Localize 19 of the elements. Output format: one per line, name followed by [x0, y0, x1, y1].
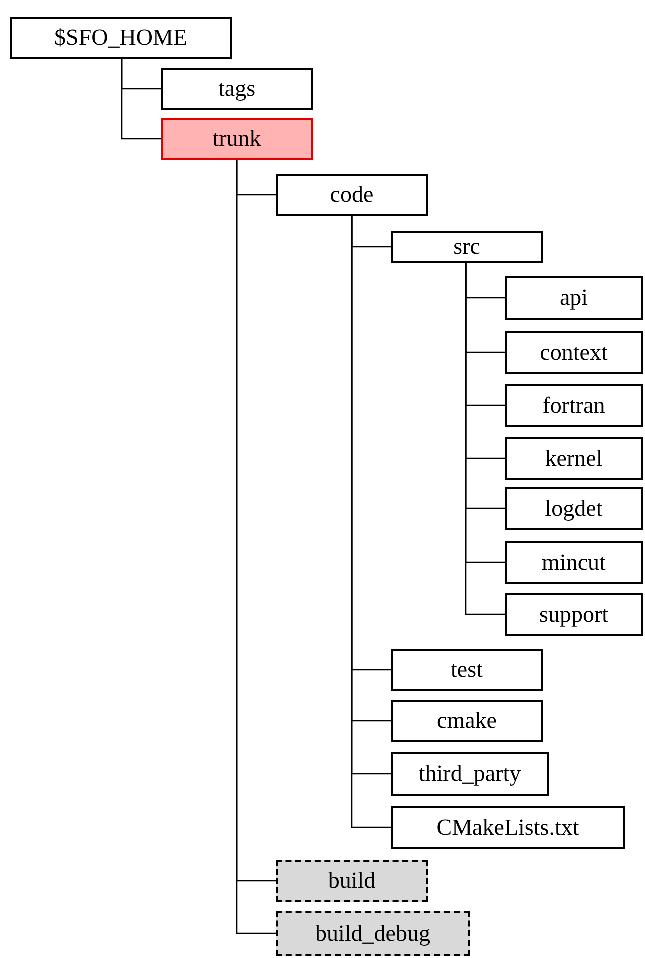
folder-box: src	[391, 231, 543, 263]
folder-box: third_party	[391, 752, 549, 796]
folder-box: context	[505, 331, 643, 374]
folder-box: cmake	[391, 700, 543, 742]
folder-box: test	[391, 649, 543, 691]
folder-box: fortran	[505, 384, 643, 427]
folder-box: build_debug	[276, 911, 470, 956]
folder-box: logdet	[505, 487, 643, 530]
folder-box: CMakeLists.txt	[391, 806, 625, 849]
folder-box: api	[505, 276, 643, 320]
folder-box: support	[505, 593, 643, 636]
folder-box: build	[276, 860, 428, 902]
folder-box: mincut	[505, 541, 643, 584]
folder-box: tags	[161, 68, 313, 110]
folder-box: trunk	[161, 118, 313, 160]
folder-box: $SFO_HOME	[10, 17, 232, 59]
tree-connector	[121, 59, 161, 140]
folder-box: code	[276, 174, 428, 216]
folder-box: kernel	[505, 437, 643, 480]
